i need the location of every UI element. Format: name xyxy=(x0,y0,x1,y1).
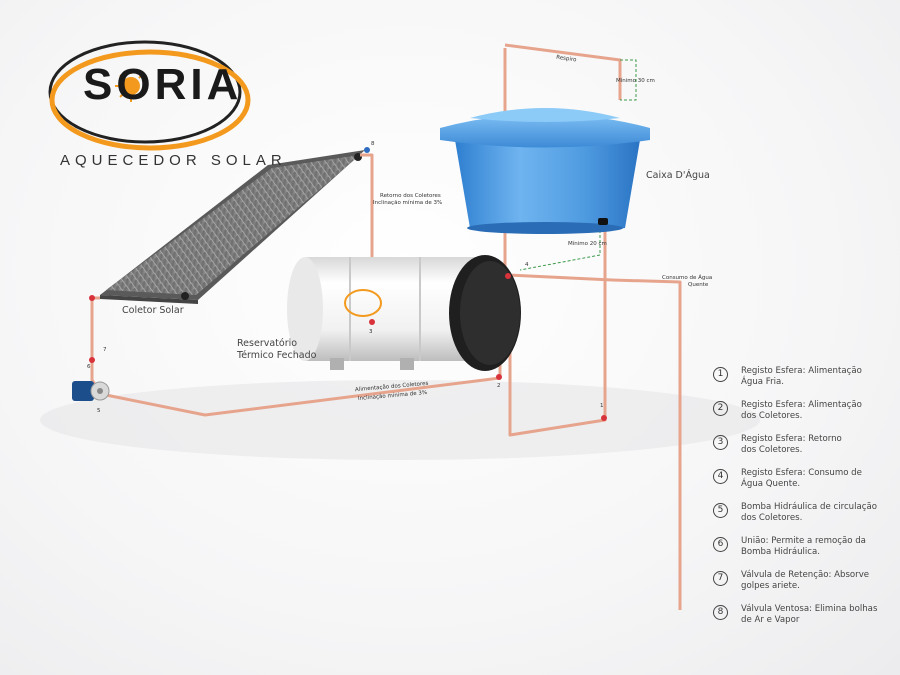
dimension-lines xyxy=(519,59,637,271)
hot-line2: Quente xyxy=(688,282,709,288)
legend-number: 1 xyxy=(713,367,728,382)
brand-subtitle: AQUECEDOR SOLAR xyxy=(60,152,287,169)
valve-icon xyxy=(89,295,95,301)
legend-number: 5 xyxy=(713,503,728,518)
thermal-reservoir xyxy=(287,255,521,371)
legend-number: 4 xyxy=(713,469,728,484)
marker-8: 8 xyxy=(371,141,375,147)
legend-number: 2 xyxy=(713,401,728,416)
min20-label: Mínimo 20 cm xyxy=(568,241,607,247)
marker-4: 4 xyxy=(525,262,529,268)
min30-label: Mínimo 30 cm xyxy=(616,78,655,84)
marker-7: 7 xyxy=(103,347,107,353)
hydraulic-pump xyxy=(72,381,110,401)
valve-icon xyxy=(89,357,95,363)
water-tank xyxy=(440,108,650,234)
soria-logo xyxy=(48,40,251,151)
valve-icon xyxy=(505,273,511,279)
marker-6: 6 xyxy=(87,364,91,370)
valve-icon xyxy=(496,374,502,380)
valve-icon xyxy=(369,319,375,325)
valve-icon xyxy=(364,147,370,153)
solar-collector xyxy=(100,150,365,304)
brand-name: SORIA xyxy=(83,60,243,109)
floor-shadow xyxy=(40,380,760,460)
hot-line1: Consumo de Água xyxy=(662,275,713,281)
water-tank-label: Caixa D'Água xyxy=(646,170,710,181)
reservoir-label-line1: Reservatório xyxy=(237,338,298,349)
sun-icon xyxy=(115,70,147,102)
legend-number: 6 xyxy=(713,537,728,552)
return-line2: Inclinação mínima de 3% xyxy=(373,200,443,206)
legend-number: 3 xyxy=(713,435,728,450)
marker-1: 1 xyxy=(600,403,604,409)
valve-icon xyxy=(601,415,607,421)
valves xyxy=(89,147,607,421)
legend-number: 8 xyxy=(713,605,728,620)
legend-number: 7 xyxy=(713,571,728,586)
marker-5: 5 xyxy=(97,408,101,414)
return-line1: Retorno dos Coletores xyxy=(380,193,441,199)
marker-2: 2 xyxy=(497,383,501,389)
collector-label: Coletor Solar xyxy=(122,305,184,316)
marker-3: 3 xyxy=(369,329,373,335)
reservoir-label-line2: Térmico Fechado xyxy=(237,350,317,361)
